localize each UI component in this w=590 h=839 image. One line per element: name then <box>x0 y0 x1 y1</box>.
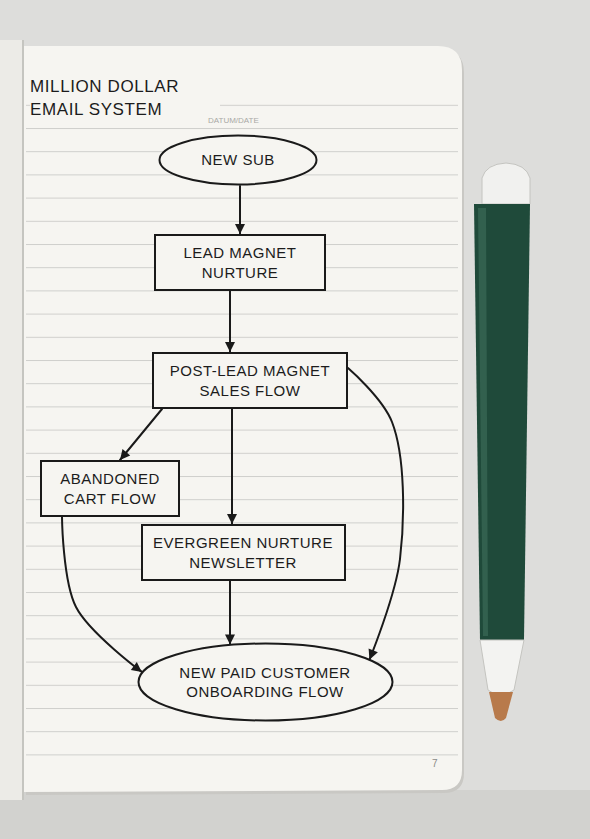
notebook-page <box>24 46 462 792</box>
page-number: 7 <box>430 758 440 769</box>
flow-arrow <box>229 291 231 352</box>
flow-arrow <box>348 368 403 660</box>
pen-tip <box>489 692 513 721</box>
pen-cap <box>482 163 530 204</box>
printed-date-field: DATUM/DATE <box>206 116 261 125</box>
diagram-title: MILLION DOLLAR EMAIL SYSTEM <box>30 76 220 122</box>
ruled-lines <box>26 90 458 770</box>
node-label: ABANDONED CART FLOW <box>51 469 169 508</box>
pen <box>474 163 530 721</box>
page-spine <box>22 40 24 800</box>
flow-arrow <box>62 517 142 672</box>
process-box: POST-LEAD MAGNET SALES FLOW <box>152 352 348 409</box>
node-label: LEAD MAGNET NURTURE <box>165 243 315 282</box>
end-ellipse: NEW PAID CUSTOMER ONBOARDING FLOW <box>137 642 394 722</box>
flow-arrow <box>231 409 233 524</box>
process-box: LEAD MAGNET NURTURE <box>154 234 326 291</box>
process-box: EVERGREEN NURTURE NEWSLETTER <box>141 524 346 581</box>
table-shadow <box>0 790 590 839</box>
start-ellipse: NEW SUB <box>158 134 318 186</box>
node-label: POST-LEAD MAGNET SALES FLOW <box>163 361 337 400</box>
pen-grip <box>480 640 524 695</box>
ellipse-outline <box>137 642 394 722</box>
flow-arrow <box>120 409 162 460</box>
node-label: EVERGREEN NURTURE NEWSLETTER <box>152 533 335 572</box>
flow-arrow <box>229 581 231 644</box>
page-shadow <box>26 49 464 795</box>
pen-highlight <box>478 208 488 636</box>
node-label: NEW SUB <box>201 150 275 170</box>
node-label: NEW PAID CUSTOMER ONBOARDING FLOW <box>170 663 360 702</box>
pen-body <box>474 204 530 640</box>
previous-page <box>0 40 24 800</box>
flow-arrow <box>239 186 241 234</box>
process-box: ABANDONED CART FLOW <box>40 460 180 517</box>
